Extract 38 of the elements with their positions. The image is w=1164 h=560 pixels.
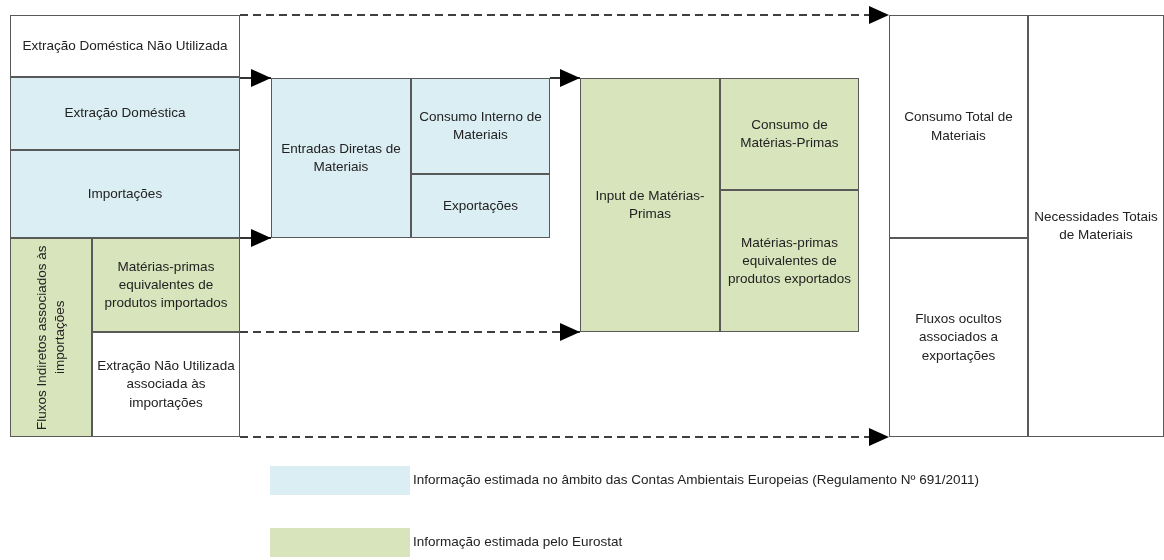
category-box [411,174,550,238]
box-label: Consumo Interno de Materiais [418,107,543,144]
box-label: Extração Doméstica Não Utilizada [22,36,228,55]
category-box [10,150,240,238]
arrow [549,69,581,87]
box-label: Entradas Diretas de Materiais [280,139,402,176]
category-box [889,238,1028,437]
category-box [92,332,240,437]
box-label: Matérias-primas equivalentes de produtos exportados [726,233,853,289]
box-label: Input de Matérias-Primas [594,186,706,223]
legend-text: Informação estimada no âmbito das Contas Ambientais Europeias (Regulamento Nº 691/2011) [413,472,979,487]
box-label: Exportações [442,196,518,215]
arrow [239,69,272,87]
box-label: Extração Não Utilizada associada às importações [97,357,235,412]
arrow [239,428,890,446]
category-box [720,78,859,190]
arrow [239,229,272,247]
box-label: Fluxos Indiretos associados às importações [32,244,68,432]
legend-text: Informação estimada pelo Eurostat [413,534,623,549]
category-box [92,238,240,332]
category-box [10,77,240,150]
box-label: Consumo Total de Materiais [903,108,1014,145]
category-box [720,190,859,332]
arrow [239,323,581,341]
category-box [580,78,720,332]
box-label: Fluxos ocultos associados a exportações [914,310,1003,365]
box-label: Importações [87,184,163,203]
category-box [411,78,550,174]
category-box [1028,15,1164,437]
box-label: Matérias-primas equivalentes de produtos importados [103,257,229,313]
box-label: Necessidades Totais de Materiais [1033,207,1159,244]
category-box [271,78,411,238]
box-label: Extração Doméstica [64,104,186,123]
category-box [10,15,240,77]
arrow [239,6,890,24]
box-label: Consumo de Matérias-Primas [739,115,840,152]
category-box [889,15,1028,238]
vertical-label-box [10,238,92,437]
